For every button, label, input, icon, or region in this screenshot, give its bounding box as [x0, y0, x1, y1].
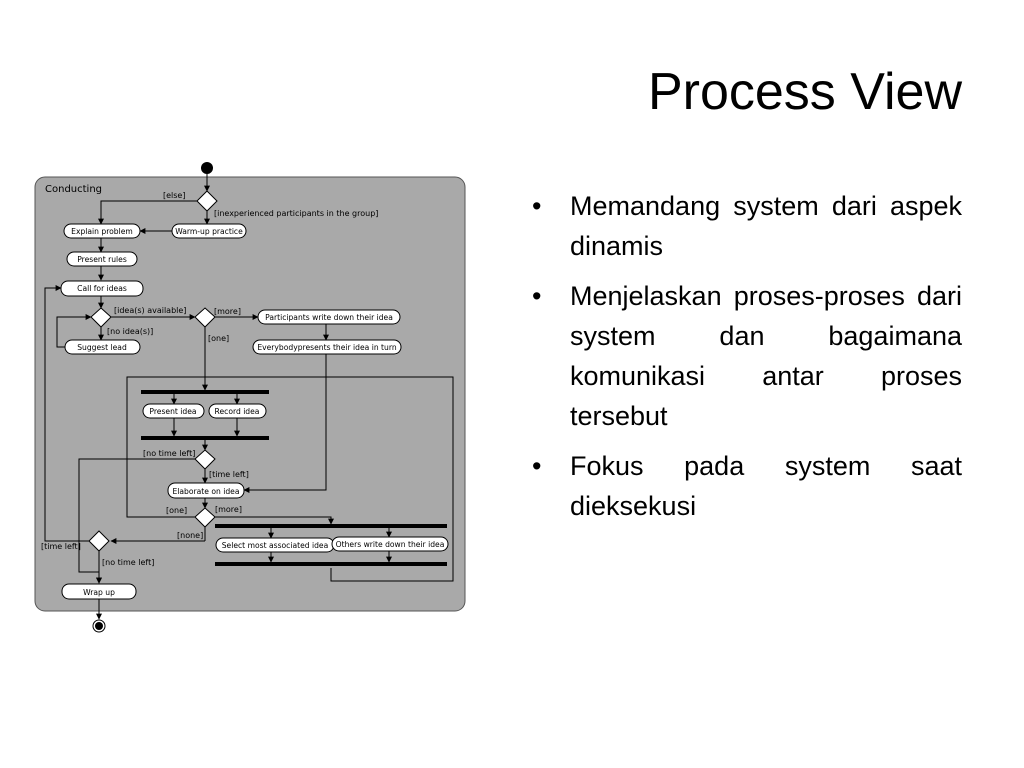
action-wrap-up	[61, 583, 137, 600]
action-label: Wrap up	[83, 588, 115, 597]
bullet-dot-icon: •	[532, 281, 542, 311]
bullet-item: • Fokus pada system saat dieksekusi	[530, 446, 962, 526]
action-label: Suggest lead	[77, 343, 127, 352]
action-present-rules	[66, 251, 138, 267]
bullet-list: • Memandang system dari aspek dinamis • Me…	[530, 186, 962, 536]
flow-lines	[44, 174, 454, 620]
action-label: Participants write down their idea	[265, 313, 393, 322]
guard-label: [no time left]	[143, 449, 195, 458]
action-label: Explain problem	[71, 227, 133, 236]
action-label: Present rules	[77, 255, 127, 264]
guard-label: [no time left]	[102, 558, 154, 567]
guard-label: [more]	[215, 505, 242, 514]
guard-label: [no idea(s)]	[107, 327, 153, 336]
action-present-idea	[142, 403, 205, 419]
action-call-for-ideas	[60, 280, 144, 297]
action-explain-problem	[63, 223, 141, 239]
fork-bar	[215, 524, 447, 528]
slide-title: Process View	[647, 63, 962, 121]
decision-node	[194, 307, 216, 328]
guard-label: [time left]	[41, 542, 81, 551]
decision-node	[88, 530, 110, 552]
fork-bar	[141, 390, 269, 394]
action-others-write	[331, 536, 449, 552]
action-label: Call for ideas	[77, 284, 127, 293]
action-elaborate	[167, 482, 245, 499]
bullet-text: Fokus pada system saat dieksekusi	[570, 451, 962, 521]
guard-label: [idea(s) available]	[114, 306, 186, 315]
action-label: Warm-up practice	[175, 227, 243, 236]
guard-label: [time left]	[209, 470, 249, 479]
region-label: Conducting	[45, 184, 102, 195]
final-node-icon	[92, 619, 106, 633]
action-warm-up-practice	[171, 223, 247, 239]
action-select-most	[215, 537, 335, 553]
action-label: Present idea	[149, 407, 196, 416]
guard-label: [inexperienced participants in the group…	[214, 209, 378, 218]
guard-label: [more]	[214, 307, 241, 316]
join-bar	[215, 562, 447, 566]
initial-node-icon	[201, 162, 213, 174]
guard-label: [else]	[163, 191, 185, 200]
decision-node	[194, 507, 216, 528]
bullet-text: Memandang system dari aspek dinamis	[570, 191, 962, 261]
guard-label: [one]	[208, 334, 229, 343]
action-label: Record idea	[215, 407, 260, 416]
action-participants-write	[257, 309, 401, 325]
guard-label: [none]	[177, 531, 203, 540]
action-record-idea	[208, 403, 267, 419]
action-everybody-presents	[252, 339, 402, 355]
decision-node	[90, 307, 112, 328]
action-label: Select most associated idea	[222, 541, 329, 550]
bullet-dot-icon: •	[532, 451, 542, 481]
conducting-region	[34, 176, 466, 612]
guard-label: [one]	[166, 506, 187, 515]
action-label: Elaborate on idea	[173, 487, 240, 496]
action-label: Others write down their idea	[336, 540, 445, 549]
decision-node	[194, 449, 216, 470]
join-bar	[141, 436, 269, 440]
bullet-dot-icon: •	[532, 191, 542, 221]
bullet-item: • Memandang system dari aspek dinamis	[530, 186, 962, 266]
action-label: Everybodypresents their idea in turn	[257, 343, 396, 352]
decision-node	[196, 190, 218, 212]
bullet-item: • Menjelaskan proses-proses dari system d…	[530, 276, 962, 436]
action-suggest-lead	[64, 339, 141, 355]
bullet-text: Menjelaskan proses-proses dari system da…	[570, 281, 962, 431]
